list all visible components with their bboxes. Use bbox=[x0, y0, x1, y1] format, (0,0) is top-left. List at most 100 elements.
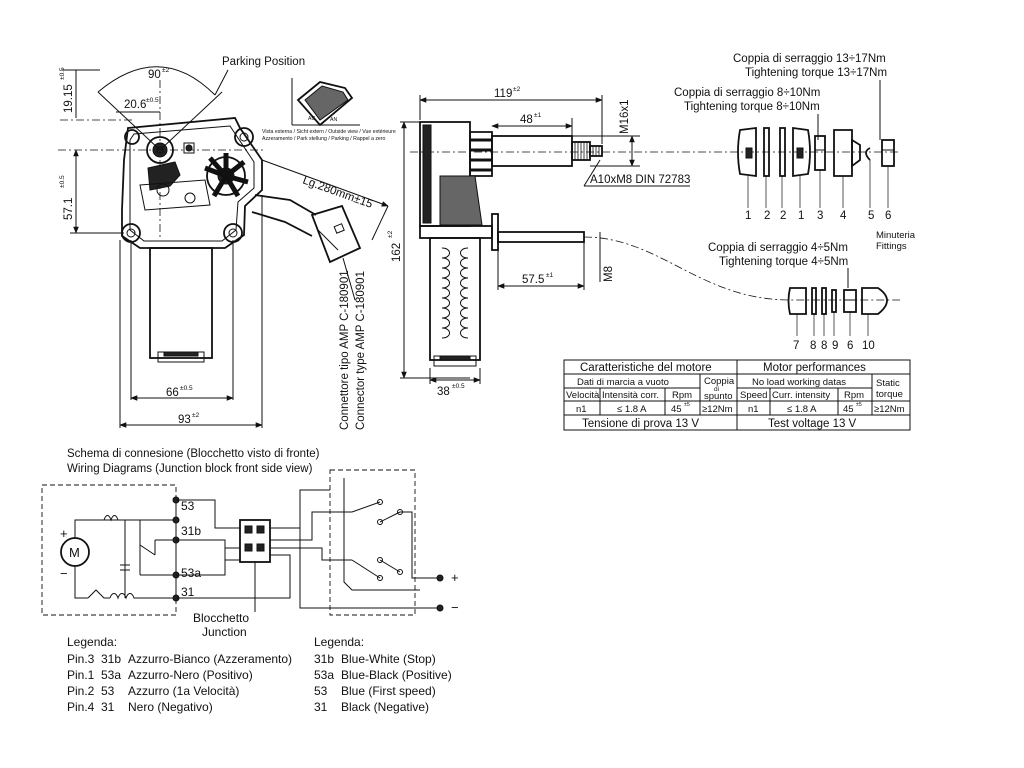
motor-windings bbox=[441, 247, 469, 339]
torque-13-it: Coppia di serraggio 13÷17Nm bbox=[733, 53, 886, 65]
legend-it-code-3: 31 bbox=[101, 700, 115, 714]
fitting-num-b2: 8 bbox=[810, 340, 816, 352]
fitting-top-1a-mark bbox=[745, 147, 753, 159]
legend-en-desc-3: Black (Negative) bbox=[341, 700, 429, 714]
switch-contact-2 bbox=[351, 559, 381, 579]
wiring-title-it: Schema di connesione (Blocchetto visto d… bbox=[67, 448, 320, 460]
junction-pin-1 bbox=[244, 525, 253, 534]
amp-connector bbox=[310, 204, 362, 264]
fitting-leaders-bottom bbox=[796, 312, 869, 336]
legend-it-pin-2: Pin.2 bbox=[67, 684, 95, 698]
contact-plate bbox=[147, 161, 181, 191]
table-col-current-it: Intensità corr. bbox=[602, 390, 659, 401]
table-val-rpm-en: 45 bbox=[843, 404, 854, 415]
switch-node-3 bbox=[377, 557, 383, 563]
supply-minus-dot bbox=[436, 604, 444, 612]
table-val-speed-en: n1 bbox=[748, 404, 759, 415]
table-val-torque-it: ≥12Nm bbox=[702, 404, 733, 415]
fitting-top-3 bbox=[814, 135, 826, 171]
wire-31 bbox=[176, 554, 291, 599]
fitting-top-1a bbox=[737, 126, 757, 178]
park-switch bbox=[139, 544, 156, 556]
fitting-num-3: 2 bbox=[780, 210, 786, 222]
mount-ear-br bbox=[223, 223, 243, 243]
cable-upper bbox=[254, 194, 317, 216]
cable-dim-line bbox=[261, 159, 389, 207]
fitting-num-8: 6 bbox=[885, 210, 891, 222]
mount-ear-tl bbox=[124, 129, 140, 145]
view-legend-1: Vista esterna / Sicht extern / Outside v… bbox=[262, 129, 396, 135]
fitting-num-b5: 6 bbox=[847, 340, 853, 352]
minuteria-label: Minuteria bbox=[876, 230, 916, 241]
legend-en-title: Legenda: bbox=[314, 635, 364, 649]
dim-57-5-tol: ±1 bbox=[546, 272, 554, 279]
torque-4-en: Tightening torque 4÷5Nm bbox=[719, 256, 848, 268]
legend-it-code-1: 53a bbox=[101, 668, 121, 682]
fitting-num-4: 1 bbox=[798, 210, 804, 222]
table-noload-en: No load working datas bbox=[752, 377, 846, 388]
parking-position-label: Parking Position bbox=[222, 56, 305, 68]
cable-dim-ext bbox=[371, 205, 389, 241]
legend-it-desc-3: Nero (Negativo) bbox=[128, 700, 213, 714]
torque-4-it: Coppia di serraggio 4÷5Nm bbox=[708, 242, 848, 254]
dim-57-1-tol: ±0.5 bbox=[59, 175, 66, 188]
switch-box bbox=[329, 469, 416, 616]
mount-hole-tr bbox=[239, 132, 249, 142]
fitting-bot-8a bbox=[811, 287, 817, 315]
dim-20-6: 20.6 bbox=[124, 99, 146, 111]
switch-contact-1 bbox=[351, 501, 381, 513]
sweep-diagram: AC AN Vista esterna / Sicht extern / Out… bbox=[262, 78, 396, 142]
pin-label-31b: 31b bbox=[181, 524, 201, 538]
dim-66: 66 bbox=[166, 387, 179, 399]
legend-en-code-1: 53a bbox=[314, 668, 334, 682]
legend-it-code-0: 31b bbox=[101, 652, 121, 666]
angle-leg-right bbox=[159, 91, 223, 151]
cable-lower bbox=[251, 211, 313, 237]
wire-minus-supply bbox=[299, 490, 440, 609]
junction-pin-4 bbox=[256, 543, 265, 552]
wire-to-switch-3 bbox=[270, 547, 352, 561]
wire-53 bbox=[176, 499, 240, 529]
switch-node-1 bbox=[377, 499, 383, 505]
table-col-rpm-it: Rpm bbox=[672, 390, 692, 401]
fitting-top-1b-mark bbox=[796, 147, 804, 159]
contact-frame bbox=[139, 179, 211, 211]
table-torque-it-1: Coppia bbox=[704, 376, 735, 387]
cable-length-label: Lg.280mm±15 bbox=[301, 175, 374, 211]
dim-93: 93 bbox=[178, 414, 191, 426]
wire-motor-bottom bbox=[74, 566, 88, 599]
legend-it-pin-3: Pin.4 bbox=[67, 700, 95, 714]
switch-out-plus bbox=[400, 511, 440, 579]
mount-hole-br bbox=[228, 228, 238, 238]
dim-162: 162 bbox=[391, 243, 403, 262]
dim-19-15: 19.15 bbox=[63, 84, 75, 113]
supply-minus: − bbox=[451, 600, 459, 615]
dim-a10xm8: A10xM8 DIN 72783 bbox=[590, 174, 690, 186]
motor-can bbox=[149, 247, 213, 359]
table-col-lines bbox=[599, 374, 873, 415]
fitting-num-b3: 8 bbox=[821, 340, 827, 352]
switch-lever-1 bbox=[379, 511, 401, 523]
dim-119: 119 bbox=[494, 88, 512, 100]
angle-leg-left bbox=[97, 91, 161, 151]
fitting-num-2: 2 bbox=[764, 210, 770, 222]
output-shaft-outer bbox=[146, 136, 174, 164]
dim-m16x1: M16x1 bbox=[619, 99, 631, 134]
fitting-top-6 bbox=[881, 139, 895, 167]
side-motor-can bbox=[429, 237, 481, 361]
wire-31b bbox=[176, 539, 240, 549]
fitting-num-b1: 7 bbox=[793, 340, 799, 352]
table-val-speed-it: n1 bbox=[576, 404, 587, 415]
fitting-bot-8b bbox=[821, 287, 827, 315]
switch-common bbox=[343, 478, 420, 591]
stud-axis-curve bbox=[583, 236, 900, 301]
dim-19-15-tol: ±0.5 bbox=[59, 67, 66, 80]
junction-pin-3 bbox=[244, 543, 253, 552]
fitting-num-7: 5 bbox=[868, 210, 874, 222]
fitting-num-b4: 9 bbox=[832, 340, 838, 352]
motor-label: M bbox=[69, 545, 80, 560]
table-test-it: Tensione di prova 13 V bbox=[582, 418, 699, 430]
switch-symbol bbox=[87, 589, 110, 599]
side-view: 119 ±2 48 ±1 M16x1 A10xM8 DIN 72783 162 … bbox=[387, 86, 900, 398]
performance-table: Caratteristiche del motore Motor perform… bbox=[563, 359, 911, 431]
